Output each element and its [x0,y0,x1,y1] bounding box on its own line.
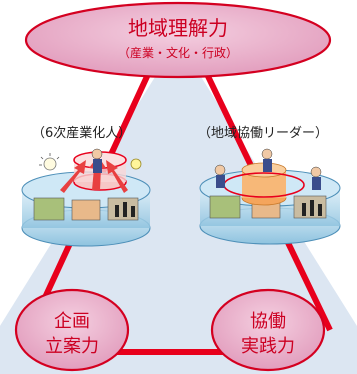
left-illustration [21,148,151,247]
top-node-title: 地域理解力 [128,16,228,40]
right-label: （地域協働リーダー） [198,126,329,141]
bottom-right-ellipse [210,288,326,372]
right-illustration [199,148,341,245]
bottom-right-line1: 協働 [250,311,286,332]
bottom-left-line1: 企画 [54,311,90,332]
top-ellipse [24,1,332,79]
bottom-left-line2: 立案力 [45,336,99,357]
bottom-right-line2: 実践力 [241,336,295,357]
top-node-subtitle: （産業・文化・行政） [117,46,238,60]
bottom-left-ellipse [14,288,130,372]
left-label: （6次産業化人） [32,126,132,141]
